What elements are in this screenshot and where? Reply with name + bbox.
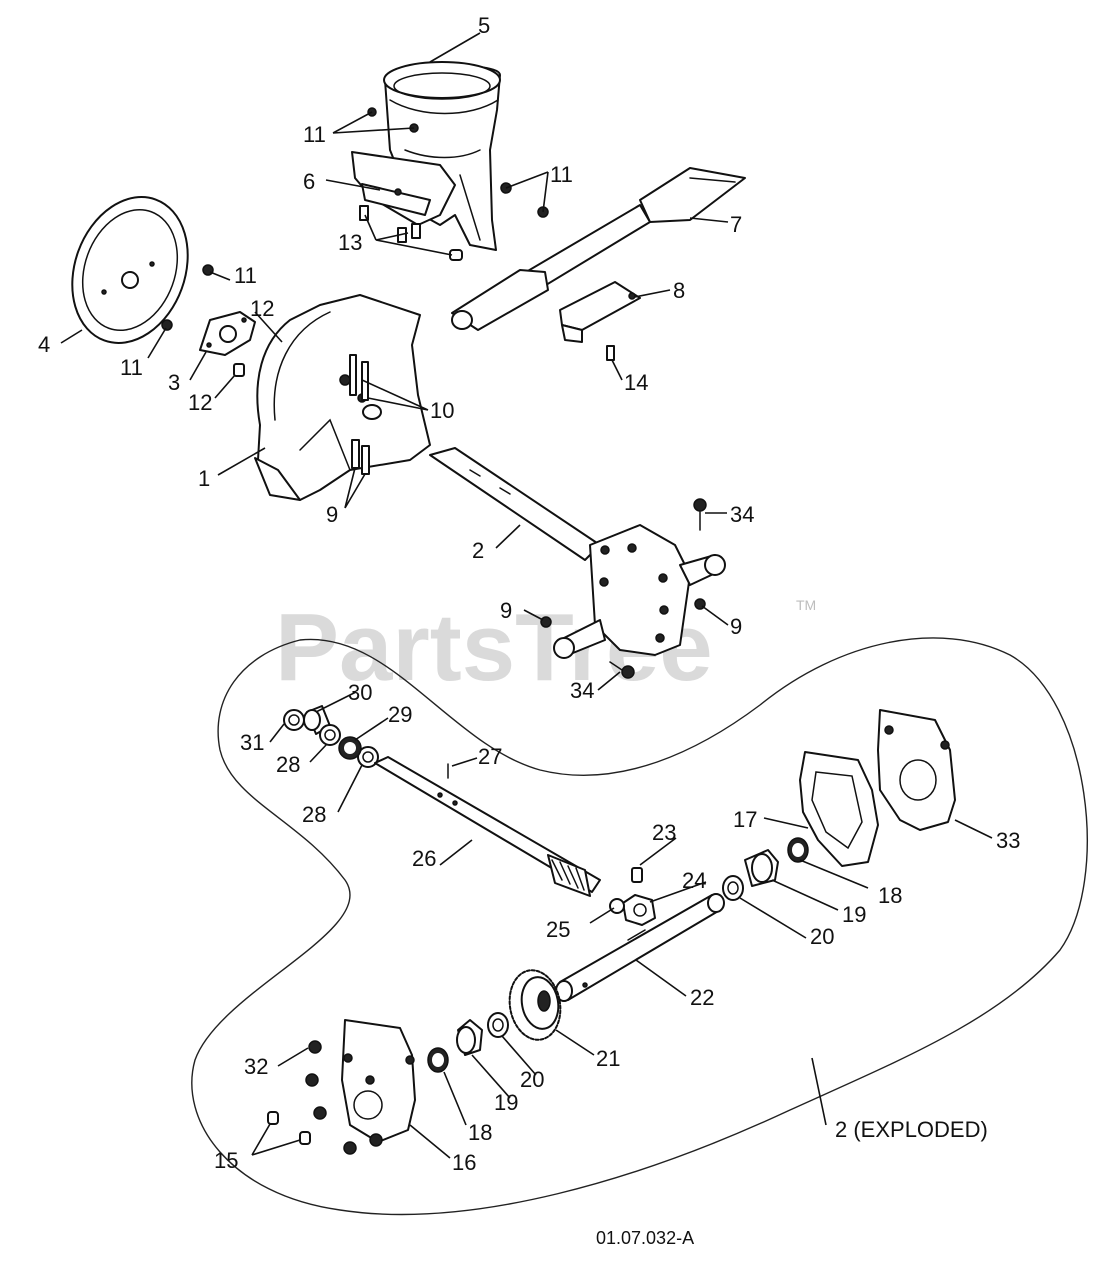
callout-28-a: 28 [276,752,300,777]
screw-part-14[interactable] [606,345,615,361]
callout-7: 7 [730,212,742,237]
callout-30: 30 [348,680,372,705]
callout-27: 27 [478,744,502,769]
callout-19-b: 19 [494,1090,518,1115]
callout-4: 4 [38,332,50,357]
rings-part-18[interactable] [427,837,809,1073]
ring-part-29[interactable] [338,736,362,760]
housing-half-part-16[interactable] [341,1019,416,1143]
callout-9-c: 9 [730,614,742,639]
leader-lines [60,32,993,1159]
worm-shaft-part-26[interactable] [374,756,601,897]
gear-part-21[interactable] [504,966,565,1044]
callout-15: 15 [214,1148,238,1173]
callout-11-d: 11 [120,355,143,380]
callout-5: 5 [478,13,490,38]
callout-9-b: 9 [500,598,512,623]
callout-18-a: 18 [878,883,902,908]
callout-14: 14 [624,370,648,395]
callout-1: 1 [198,466,210,491]
callout-12-b: 12 [188,390,212,415]
callout-3: 3 [168,370,180,395]
callout-13: 13 [338,230,362,255]
watermark-trademark: TM [796,597,816,613]
callout-2-exploded: 2 (EXPLODED) [835,1117,988,1142]
callout-32: 32 [244,1054,268,1079]
callout-labels: 5 11 6 11 7 13 8 11 12 11 4 3 12 14 10 1… [38,13,1020,1175]
exploded-view-boundary [191,637,1088,1216]
callout-20-a: 20 [810,924,834,949]
drawing-number: 01.07.032-A [596,1228,694,1248]
callout-12-a: 12 [250,296,274,321]
callout-10: 10 [430,398,454,423]
chute-part-5[interactable] [367,61,501,251]
washers-part-28[interactable] [319,724,379,768]
callout-29: 29 [388,702,412,727]
callout-6: 6 [303,169,315,194]
callout-11-c: 11 [234,263,257,288]
callout-25: 25 [546,917,570,942]
pulley-part-4[interactable] [53,181,208,360]
callout-2: 2 [472,538,484,563]
housing-half-part-33[interactable] [877,709,956,831]
callout-23: 23 [652,820,676,845]
callout-34-b: 34 [570,678,594,703]
bearing-flange-part-3[interactable] [199,311,256,356]
screws-part-15[interactable] [267,1111,311,1145]
callout-33: 33 [996,828,1020,853]
callout-11-b: 11 [550,162,573,187]
callout-34-a: 34 [730,502,754,527]
callout-26: 26 [412,846,436,871]
callout-20-b: 20 [520,1067,544,1092]
callout-17: 17 [733,807,757,832]
bracket-part-8[interactable] [559,281,641,343]
gasket-part-17[interactable] [799,751,879,867]
plate-part-6[interactable] [351,151,456,226]
bushings-part-19[interactable] [456,849,779,1056]
nut-part-24[interactable] [622,894,656,926]
bolts-part-34[interactable] [609,498,707,679]
callout-24: 24 [682,868,706,893]
callout-8: 8 [673,278,685,303]
auger-gearbox-assembly-part-2[interactable] [429,447,726,659]
callout-18-b: 18 [468,1120,492,1145]
bolts-part-32[interactable] [305,1040,383,1155]
washers-part-20[interactable] [487,875,744,1038]
callout-16: 16 [452,1150,476,1175]
washer-part-25[interactable] [609,898,625,914]
auger-housing-part-1[interactable] [254,294,431,501]
key-part-23[interactable] [631,867,643,883]
callout-22: 22 [690,985,714,1010]
callout-9-a: 9 [326,502,338,527]
callout-11-a: 11 [303,122,326,147]
handle-part-7[interactable] [451,167,746,331]
nuts-part-11[interactable] [161,182,549,331]
callout-21: 21 [596,1046,620,1071]
washer-part-31[interactable] [283,709,305,731]
callout-19-a: 19 [842,902,866,927]
callout-28-b: 28 [302,802,326,827]
callout-31: 31 [240,730,264,755]
